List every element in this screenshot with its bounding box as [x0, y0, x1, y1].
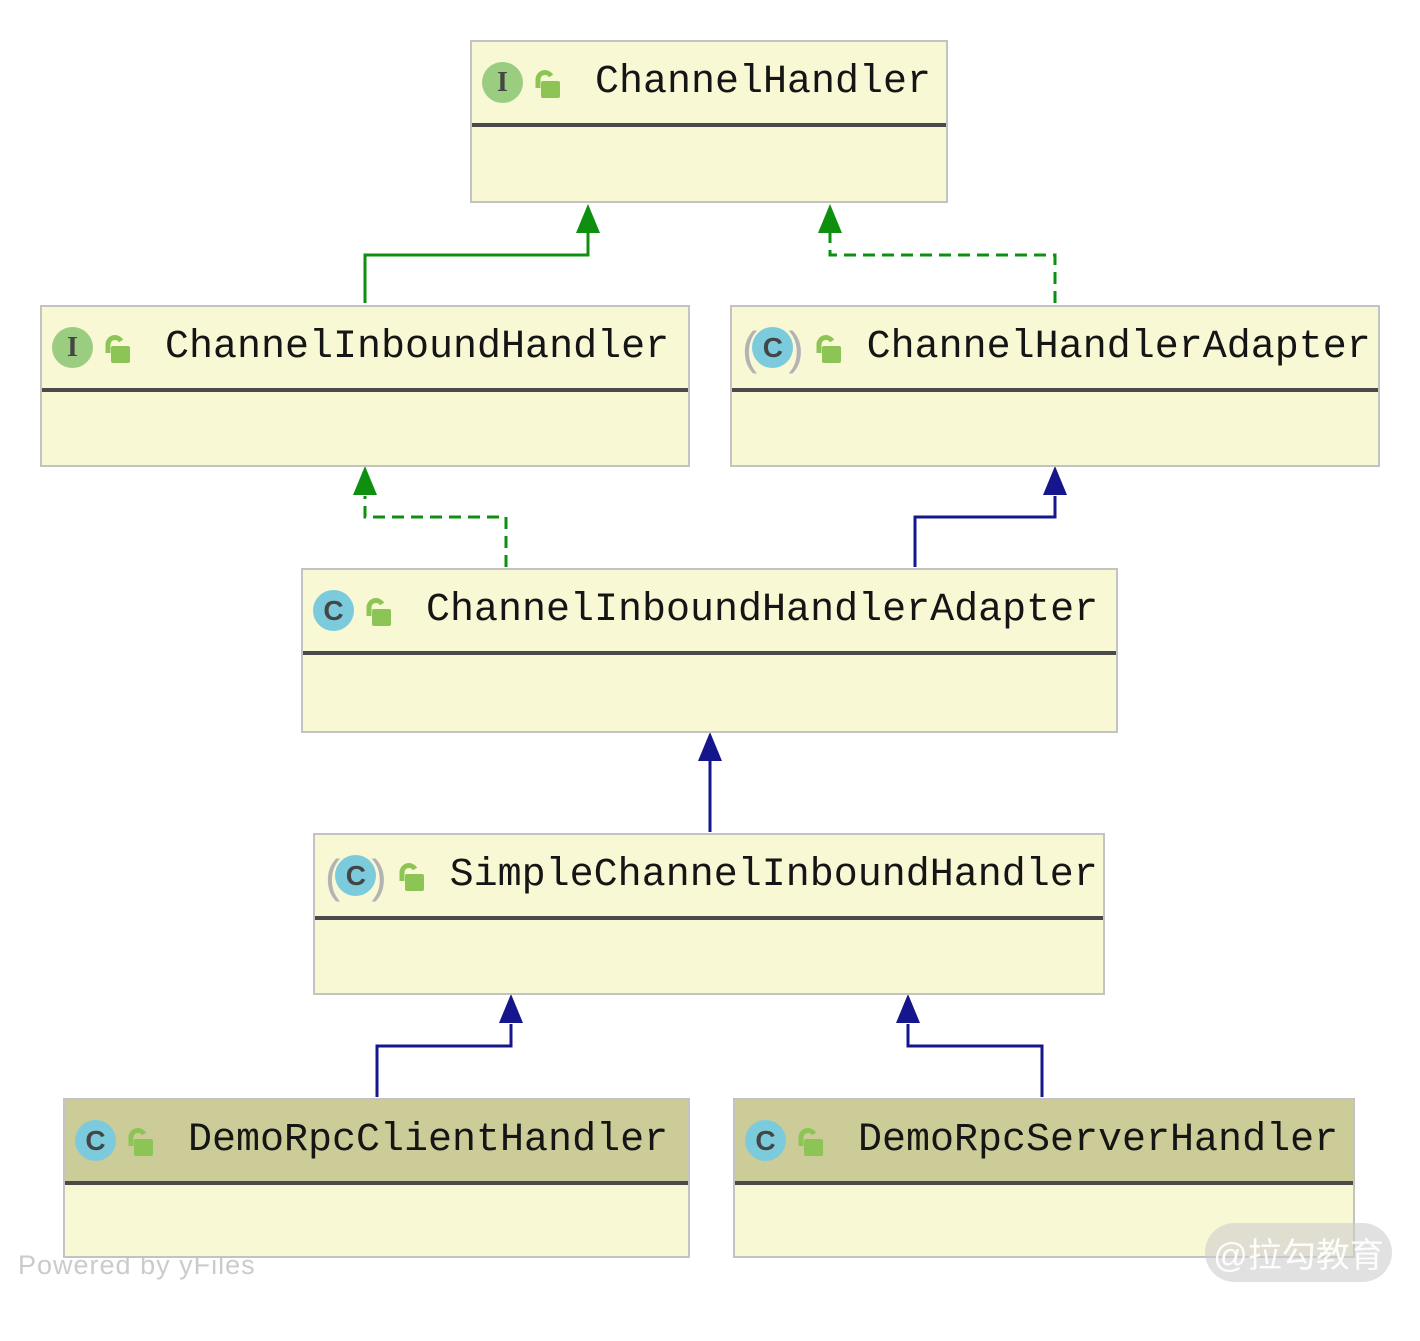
- class-icon: C: [75, 1120, 116, 1161]
- unlocked-icon: [535, 69, 560, 98]
- class-icon: C: [313, 590, 354, 631]
- class-node-channelhandleradapter[interactable]: ( C ) ChannelHandlerAdapter: [730, 305, 1380, 467]
- edge-channelhandleradapter-implements-channelhandler: [818, 204, 1057, 303]
- abstract-paren-icon: ): [788, 321, 804, 374]
- node-body: [472, 127, 946, 286]
- node-header: C DemoRpcClientHandler: [65, 1100, 688, 1185]
- class-node-channelinboundhandler[interactable]: I ChannelInboundHandler: [40, 305, 690, 467]
- class-icon: C: [745, 1120, 786, 1161]
- edge-channelinboundhandleradapter-implements-channelinboundhandler: [353, 466, 508, 567]
- abstract-class-icon: ( C ): [325, 853, 387, 899]
- node-header: I ChannelInboundHandler: [42, 307, 688, 392]
- node-body: [732, 392, 1378, 550]
- node-body: [42, 392, 688, 550]
- unlocked-icon: [128, 1127, 153, 1156]
- abstract-class-icon: ( C ): [742, 325, 804, 371]
- class-name: ChannelHandler: [595, 60, 932, 105]
- edge-demorpcclienthandler-extends-simplechannelinboundhandler: [375, 994, 523, 1097]
- inheritance-edges: [353, 204, 1067, 1097]
- edge-simplechannelinboundhandler-extends-channelinboundhandleradapter: [698, 732, 722, 832]
- abstract-paren-icon: (: [325, 849, 341, 902]
- abstract-paren-icon: ): [371, 849, 387, 902]
- abstract-paren-icon: (: [742, 321, 758, 374]
- node-header: ( C ) ChannelHandlerAdapter: [732, 307, 1378, 392]
- class-name: ChannelHandlerAdapter: [866, 325, 1371, 370]
- class-node-channelinboundhandleradapter[interactable]: C ChannelInboundHandlerAdapter: [301, 568, 1118, 733]
- unlocked-icon: [798, 1127, 823, 1156]
- unlocked-icon: [816, 334, 841, 363]
- edge-channelinboundhandler-extends-channelhandler: [363, 204, 600, 303]
- class-icon: C: [752, 327, 794, 368]
- node-header: C ChannelInboundHandlerAdapter: [303, 570, 1116, 655]
- class-node-demorpcclienthandler[interactable]: C DemoRpcClientHandler: [63, 1098, 690, 1258]
- class-node-simplechannelinboundhandler[interactable]: ( C ) SimpleChannelInboundHandler: [313, 833, 1105, 995]
- interface-icon: I: [482, 62, 523, 103]
- node-header: ( C ) SimpleChannelInboundHandler: [315, 835, 1103, 920]
- node-body: [65, 1185, 688, 1341]
- watermark-badge: @拉勾教育: [1205, 1223, 1392, 1282]
- class-name: DemoRpcServerHandler: [858, 1118, 1339, 1163]
- node-body: [315, 920, 1103, 1078]
- unlocked-icon: [399, 862, 424, 891]
- node-header: I ChannelHandler: [472, 42, 946, 127]
- class-icon: C: [335, 855, 377, 896]
- interface-icon: I: [52, 327, 93, 368]
- unlocked-icon: [366, 597, 391, 626]
- unlocked-icon: [105, 334, 130, 363]
- class-name: DemoRpcClientHandler: [188, 1118, 669, 1163]
- edge-channelinboundhandleradapter-extends-channelhandleradapter: [913, 466, 1067, 567]
- edge-demorpcserverhandler-extends-simplechannelinboundhandler: [896, 994, 1044, 1097]
- node-header: C DemoRpcServerHandler: [735, 1100, 1353, 1185]
- watermark-text: @拉勾教育: [1213, 1237, 1384, 1275]
- node-body: [303, 655, 1116, 816]
- class-name: SimpleChannelInboundHandler: [449, 853, 1098, 898]
- class-name: ChannelInboundHandlerAdapter: [426, 588, 1099, 633]
- class-node-channelhandler[interactable]: I ChannelHandler: [470, 40, 948, 203]
- class-name: ChannelInboundHandler: [165, 325, 670, 370]
